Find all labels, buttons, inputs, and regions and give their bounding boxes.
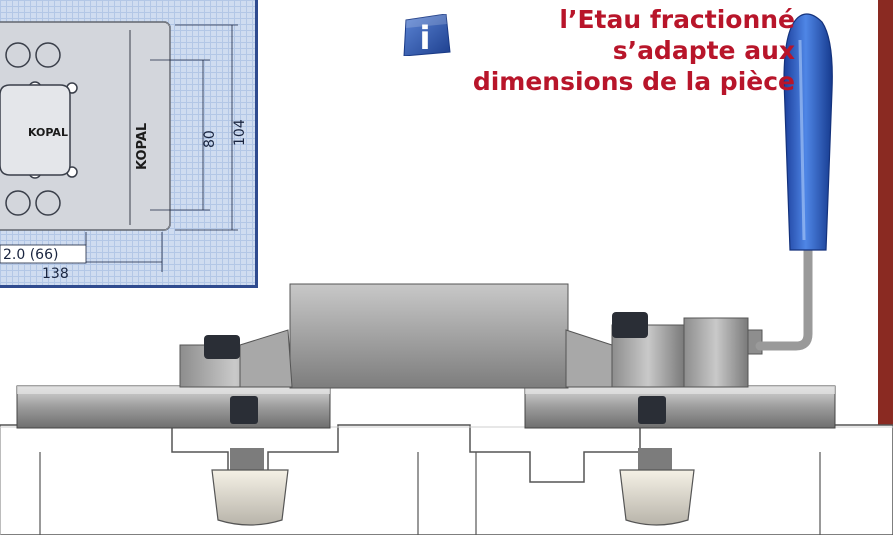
jaw-left bbox=[179, 329, 293, 388]
headline-line-3: dimensions de la pièce bbox=[472, 67, 795, 96]
info-icon: i bbox=[420, 19, 431, 56]
jaw-right bbox=[565, 312, 763, 388]
t-slot-table bbox=[0, 424, 893, 535]
handle-rod bbox=[755, 245, 813, 351]
t-nut-right bbox=[619, 448, 695, 526]
base-plate-left bbox=[16, 385, 331, 429]
workpiece-block bbox=[289, 283, 569, 389]
dimension-80: 80 bbox=[202, 130, 218, 148]
info-badge: i bbox=[400, 13, 452, 57]
handle-grip bbox=[783, 13, 833, 251]
dimension-104: 104 bbox=[232, 119, 248, 146]
headline: l’Etau fractionné s’adapte aux dimension… bbox=[395, 4, 795, 97]
dimension-66: 2.0 (66) bbox=[3, 247, 58, 263]
drawing-brand-side: KOPAL bbox=[135, 123, 150, 170]
base-plate-right bbox=[524, 385, 836, 429]
drawing-brand-front: KOPAL bbox=[28, 126, 68, 139]
accent-bar bbox=[878, 0, 893, 425]
drawing-outline bbox=[0, 21, 238, 272]
t-nut-left bbox=[211, 448, 289, 526]
headline-line-2: s’adapte aux bbox=[612, 36, 795, 65]
headline-line-1: l’Etau fractionné bbox=[559, 5, 795, 34]
dimension-138: 138 bbox=[42, 266, 69, 282]
